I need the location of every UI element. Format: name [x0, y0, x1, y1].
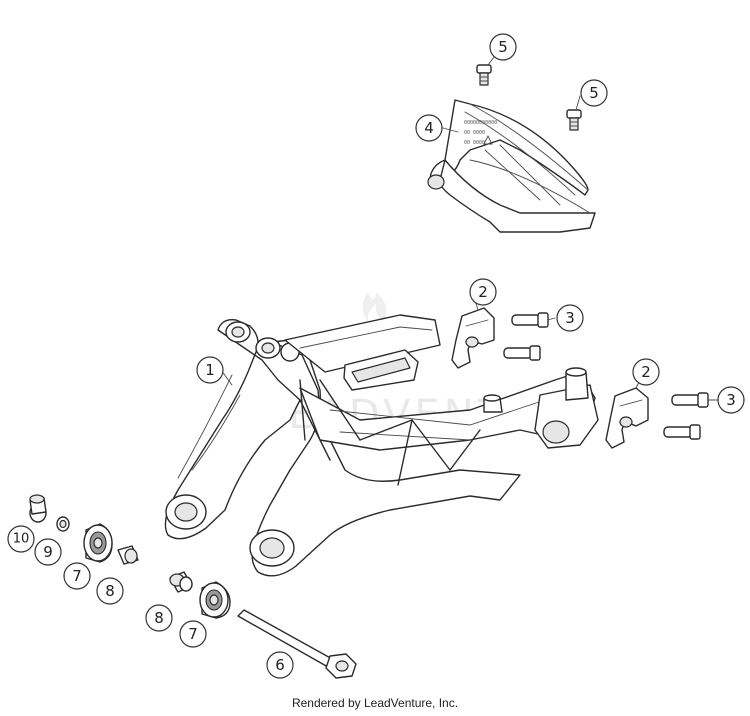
svg-text:10: 10 — [13, 532, 30, 547]
bearing-7-lower — [199, 581, 231, 619]
screw-5-right — [566, 109, 582, 131]
svg-text:5: 5 — [498, 38, 508, 56]
svg-text:1: 1 — [205, 361, 215, 379]
callout-8-left: 8 — [96, 577, 124, 605]
bolt-3-right-b — [663, 424, 701, 440]
callout-3-upper: 3 — [556, 304, 584, 332]
svg-text:8: 8 — [105, 582, 115, 600]
callout-6: 6 — [266, 651, 294, 679]
callout-3-right: 3 — [717, 386, 745, 414]
callout-7-lower: 7 — [179, 620, 207, 648]
bushing-8-lower — [169, 571, 193, 593]
callout-10: 10 — [7, 525, 35, 553]
callout-1: 1 — [196, 356, 224, 384]
svg-text:4: 4 — [424, 119, 434, 137]
callout-9: 9 — [34, 538, 62, 566]
svg-text:5: 5 — [589, 84, 599, 102]
cover-label-line-3: 00 0000 — [464, 140, 485, 146]
screw-5-left — [476, 64, 492, 86]
callout-2-right: 2 — [632, 358, 660, 386]
cap-10 — [29, 494, 47, 523]
callout-5-left: 5 — [489, 33, 517, 61]
callout-2-upper: 2 — [469, 278, 497, 306]
callout-4: 4 — [415, 114, 443, 142]
callout-8-lower: 8 — [145, 604, 173, 632]
callout-7-left: 7 — [63, 562, 91, 590]
bearing-7-left — [83, 523, 113, 563]
svg-text:8: 8 — [154, 609, 164, 627]
svg-text:3: 3 — [565, 309, 575, 327]
svg-text:2: 2 — [478, 283, 488, 301]
svg-text:2: 2 — [641, 363, 651, 381]
bolt-3-upper-a — [511, 312, 549, 328]
cover-label-line-1: 00000000000 — [464, 120, 497, 126]
svg-text:3: 3 — [726, 391, 736, 409]
pivot-bolt — [237, 609, 357, 679]
svg-text:9: 9 — [43, 543, 53, 561]
svg-text:7: 7 — [188, 625, 198, 643]
bolt-3-right-a — [671, 392, 709, 408]
bushing-8-left — [117, 545, 139, 565]
clamp-bracket-upper — [451, 307, 495, 369]
swingarm — [164, 314, 599, 577]
clamp-bracket-right — [605, 387, 649, 449]
chain-guard-cover: 00000000000 00 0000 00 0000 — [427, 99, 596, 233]
cover-label-line-2: 00 0000 — [464, 130, 485, 136]
washer-9 — [56, 516, 70, 532]
bolt-3-upper-b — [503, 345, 541, 361]
svg-text:6: 6 — [275, 656, 285, 674]
callout-5-right: 5 — [580, 79, 608, 107]
svg-text:7: 7 — [72, 567, 82, 585]
footer-credit: Rendered by LeadVenture, Inc. — [291, 696, 459, 710]
